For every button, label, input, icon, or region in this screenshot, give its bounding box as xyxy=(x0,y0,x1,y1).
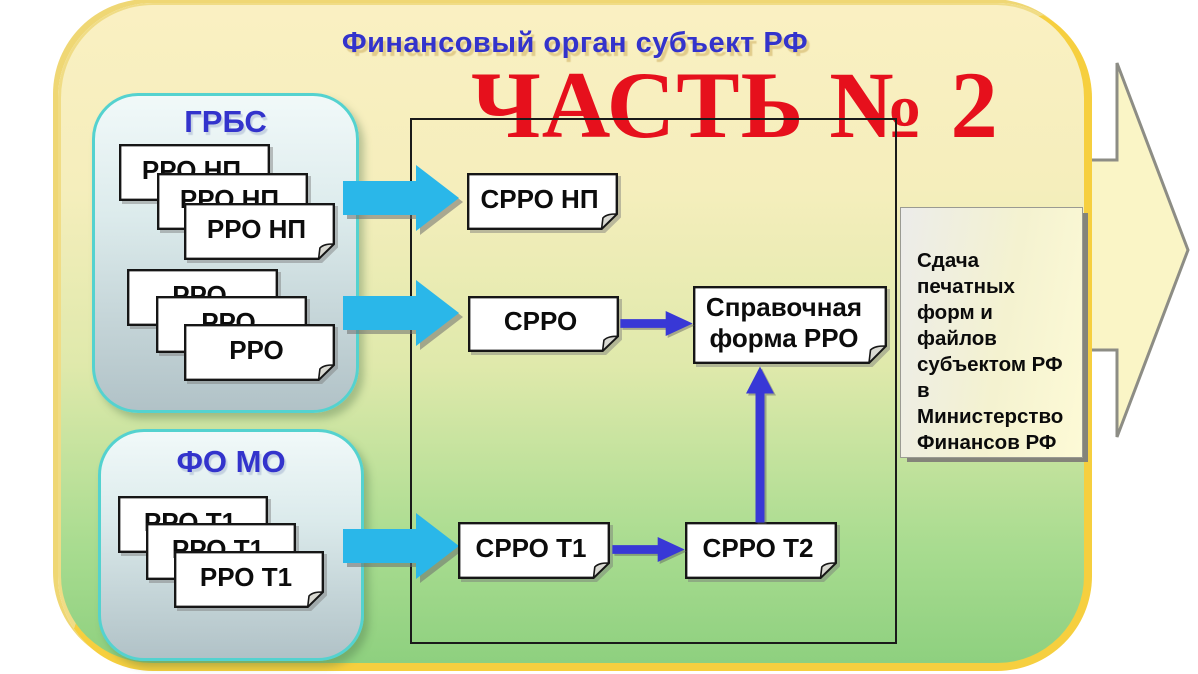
slide-title: Финансовый орган субъект РФ xyxy=(341,27,809,59)
doc-label: СРРО Т1 xyxy=(475,532,587,563)
connector-arrow-t1-to-t2-icon xyxy=(612,536,685,563)
doc-label: Справочная форма РРО xyxy=(705,291,863,353)
document-shape-icon xyxy=(468,296,619,352)
document-shape-icon xyxy=(174,551,324,608)
doc-rro-3: РРО xyxy=(184,324,335,381)
doc-label: СРРО xyxy=(503,306,578,336)
flow-frame xyxy=(410,118,897,644)
doc-label: РРО Т1 xyxy=(199,561,293,592)
node-srro-t1: СРРО Т1 xyxy=(458,522,610,579)
output-note-box: Сдача печатных форм и файлов субъектом Р… xyxy=(900,207,1083,458)
doc-rro-t1-3: РРО Т1 xyxy=(174,551,324,608)
node-ref-form: Справочная форма РРО xyxy=(693,286,887,364)
document-shape-icon xyxy=(184,324,335,381)
node-srro-t2: СРРО Т2 xyxy=(685,522,837,579)
document-shape-icon xyxy=(184,203,335,260)
document-shape-icon xyxy=(467,173,618,230)
document-shape-icon xyxy=(693,286,887,364)
group-fomo-label: ФО МО xyxy=(176,444,286,479)
part-overlay-title: ЧАСТЬ № 2 xyxy=(471,52,999,158)
document-shape-icon xyxy=(685,522,837,579)
connector-arrow-t2-to-ref-icon xyxy=(746,366,774,523)
document-shape-icon xyxy=(458,522,610,579)
flow-arrow-rro-icon xyxy=(343,280,459,346)
doc-label: РРО xyxy=(229,334,284,365)
doc-label: РРО НП xyxy=(206,213,307,244)
flow-arrow-np-icon xyxy=(343,165,459,231)
connector-arrow-srro-to-ref-icon xyxy=(620,310,693,337)
node-srro-np: СРРО НП xyxy=(467,173,618,230)
group-grbs-label: ГРБС xyxy=(184,104,267,139)
group-fomo: ФО МО xyxy=(98,429,364,661)
flow-arrow-t1-icon xyxy=(343,513,459,579)
doc-label: СРРО НП xyxy=(480,183,599,214)
node-srro: СРРО xyxy=(468,296,619,352)
doc-label: СРРО Т2 xyxy=(702,532,814,563)
doc-rro-np-3: РРО НП xyxy=(184,203,335,260)
output-note-text: Сдача печатных форм и файлов субъектом Р… xyxy=(917,249,1064,455)
